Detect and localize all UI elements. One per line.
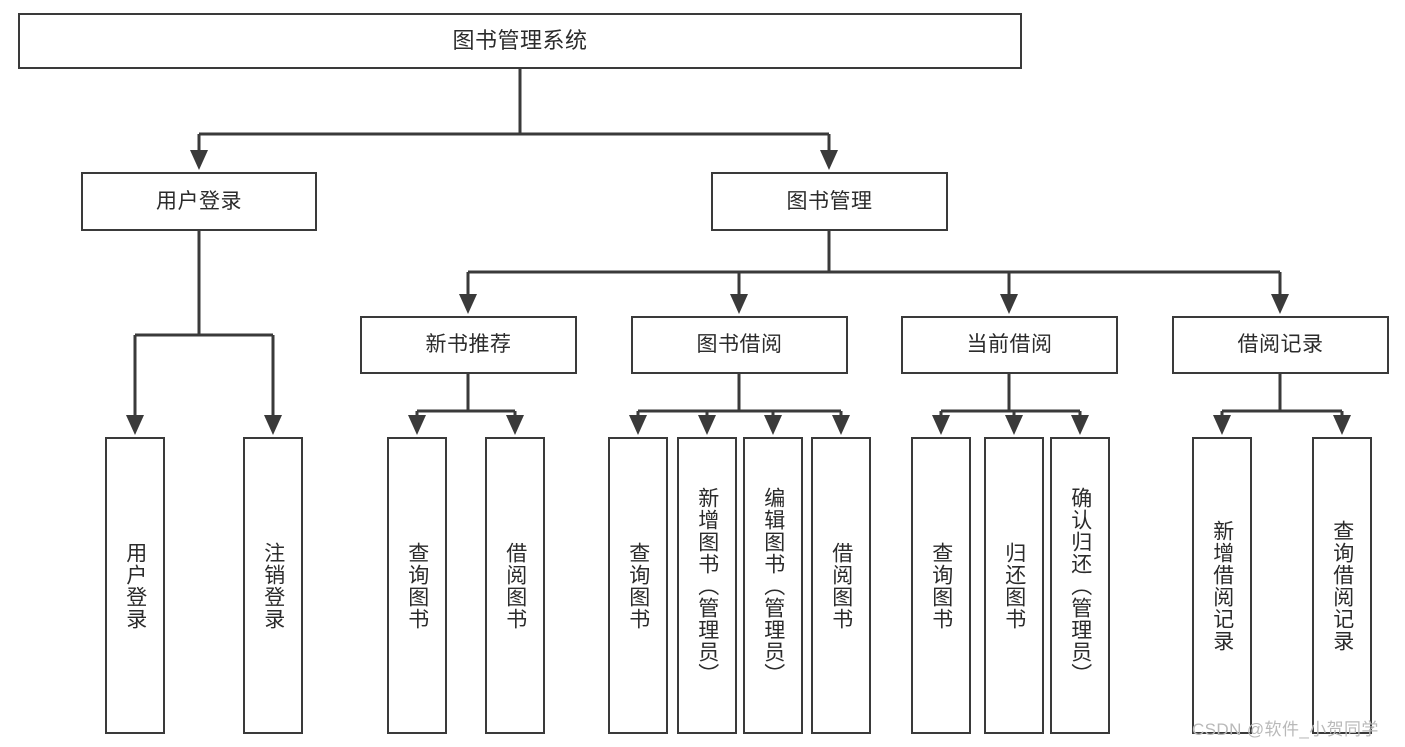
node-l2-records[interactable]: 借阅记录 [1172,316,1389,374]
node-l3-b2[interactable]: 借阅图书 [485,437,545,734]
node-l3-c1[interactable]: 查询图书 [608,437,668,734]
arrowhead-13 [832,415,850,435]
node-label: 新增借阅记录 [1210,519,1234,652]
arrowhead-16 [1071,415,1089,435]
node-l2-current[interactable]: 当前借阅 [901,316,1118,374]
arrowhead-15 [1005,415,1023,435]
arrowhead-5 [730,294,748,314]
node-label: 查询图书 [626,541,650,630]
node-label: 借阅图书 [829,541,853,630]
node-label: 查询图书 [929,541,953,630]
arrowhead-8 [408,415,426,435]
arrowhead-7 [1271,294,1289,314]
node-label: 编辑图书（管理员） [761,486,785,685]
arrowhead-14 [932,415,950,435]
node-l3-d3[interactable]: 确认归还（管理员） [1050,437,1110,734]
arrowhead-11 [698,415,716,435]
node-label: 当前借阅 [966,333,1053,357]
node-l3-b1[interactable]: 查询图书 [387,437,447,734]
node-label: 查询借阅记录 [1330,519,1354,652]
node-label: 新书推荐 [425,333,512,357]
node-label: 用户登录 [123,541,147,630]
node-l3-c3[interactable]: 编辑图书（管理员） [743,437,803,734]
node-label: 注销登录 [261,541,285,630]
node-label: 图书管理 [786,189,873,213]
arrowhead-17 [1213,415,1231,435]
node-label: 图书借阅 [696,333,783,357]
node-label: 新增图书（管理员） [695,486,719,685]
arrowhead-3 [264,415,282,435]
node-l3-c4[interactable]: 借阅图书 [811,437,871,734]
node-l3-d1[interactable]: 查询图书 [911,437,971,734]
node-label: 借阅记录 [1237,333,1324,357]
watermark-label: CSDN @软件_小贺同学 [1192,720,1379,739]
node-l1-login[interactable]: 用户登录 [81,172,317,231]
node-l3-e1[interactable]: 新增借阅记录 [1192,437,1252,734]
node-label: 确认归还（管理员） [1068,486,1092,685]
node-l1-books[interactable]: 图书管理 [711,172,948,231]
arrowhead-10 [629,415,647,435]
node-label: 查询图书 [405,541,429,630]
arrowhead-0 [190,150,208,170]
node-l3-e2[interactable]: 查询借阅记录 [1312,437,1372,734]
node-l3-c2[interactable]: 新增图书（管理员） [677,437,737,734]
arrowhead-12 [764,415,782,435]
node-l3-d2[interactable]: 归还图书 [984,437,1044,734]
arrowhead-6 [1000,294,1018,314]
arrowhead-2 [126,415,144,435]
node-root[interactable]: 图书管理系统 [18,13,1022,69]
node-l3-a1[interactable]: 用户登录 [105,437,165,734]
node-l3-a2[interactable]: 注销登录 [243,437,303,734]
node-label: 归还图书 [1002,541,1026,630]
arrowhead-18 [1333,415,1351,435]
arrowhead-4 [459,294,477,314]
node-l2-borrow[interactable]: 图书借阅 [631,316,848,374]
node-label: 用户登录 [156,189,242,213]
arrowhead-1 [820,150,838,170]
node-label: 借阅图书 [503,541,527,630]
node-l2-newbook[interactable]: 新书推荐 [360,316,577,374]
arrowhead-9 [506,415,524,435]
node-label: 图书管理系统 [452,27,588,53]
